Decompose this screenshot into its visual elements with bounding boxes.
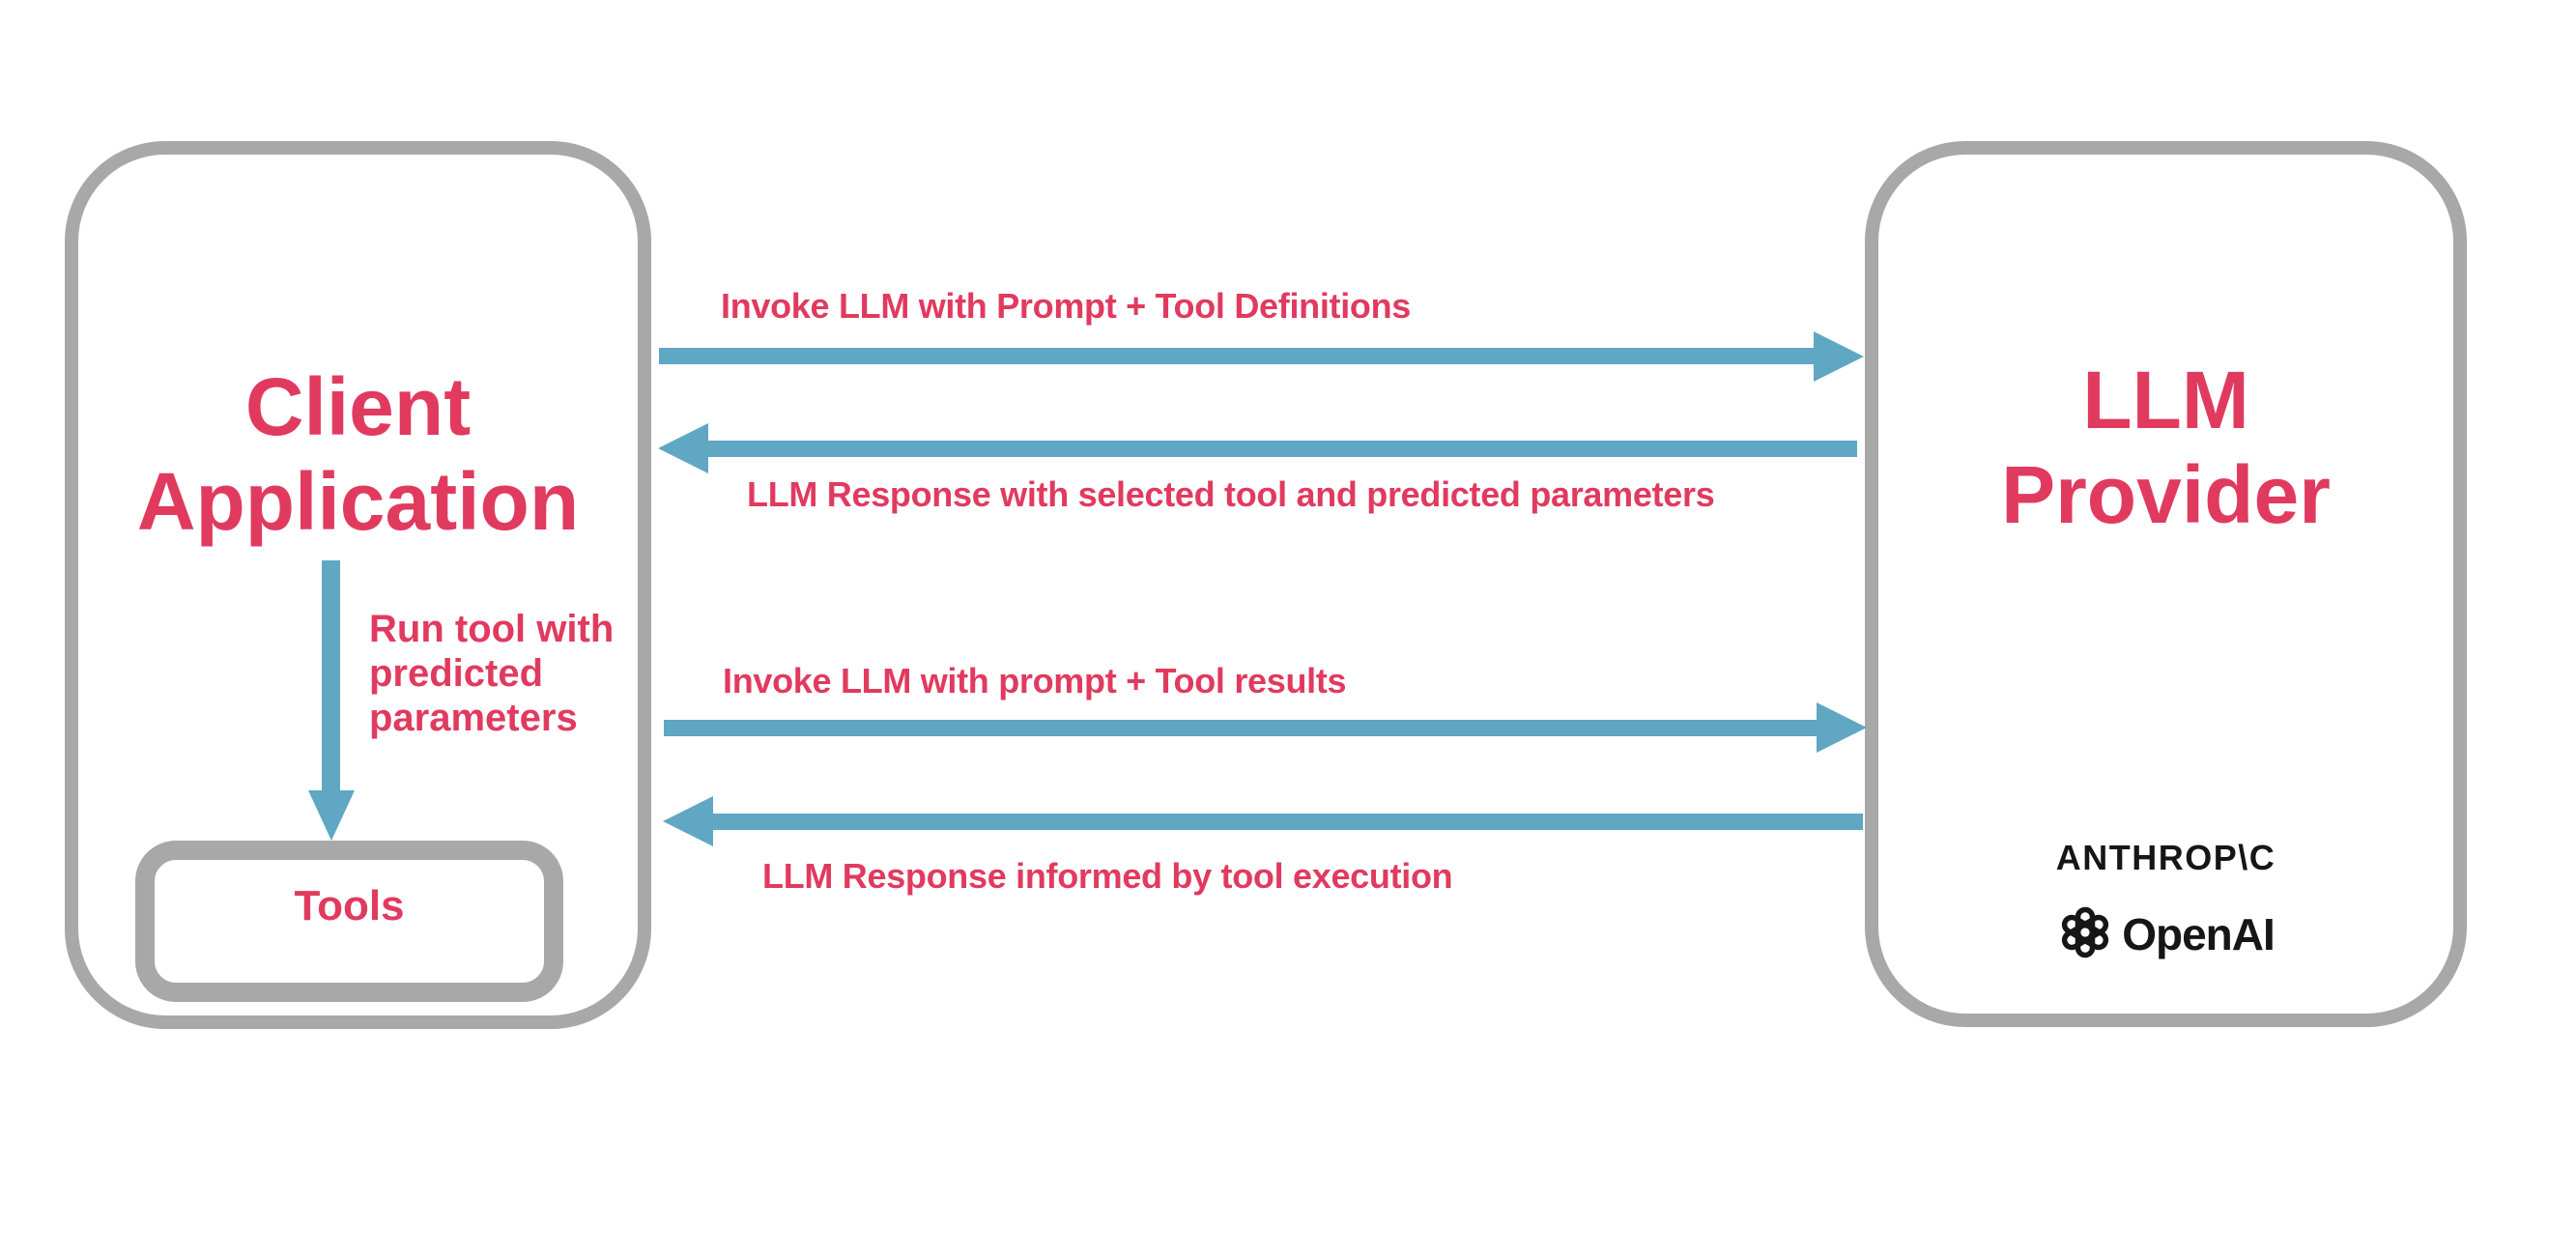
run-tool-label-line-2: predicted	[369, 652, 544, 695]
run-tool-label-line-3: parameters	[369, 697, 578, 739]
run-tool-label-line-1: Run tool with	[369, 608, 615, 650]
openai-wordmark: OpenAI	[2122, 909, 2275, 959]
anthropic-wordmark: ANTHROP\C	[2055, 838, 2276, 877]
client-application-title: Client Application	[65, 359, 651, 549]
llm-provider-title: LLM Provider	[1865, 353, 2467, 542]
arrow-invoke-definitions-label: Invoke LLM with Prompt + Tool Definition…	[721, 286, 1412, 326]
arrow-response-informed-shaft	[712, 814, 1863, 830]
arrow-response-selected-tool-label: LLM Response with selected tool and pred…	[747, 474, 1715, 514]
client-title-line-1: Client	[244, 361, 472, 452]
arrow-invoke-definitions-head-icon	[1814, 331, 1864, 382]
client-title-line-2: Application	[136, 456, 580, 547]
arrow-invoke-results-head-icon	[1817, 702, 1867, 753]
llm-title-line-1: LLM	[2082, 355, 2249, 445]
arrow-response-informed-head-icon	[663, 796, 713, 846]
arrow-response-selected-tool-shaft	[707, 441, 1857, 457]
arrow-invoke-definitions-shaft	[659, 348, 1815, 364]
tools-box	[135, 841, 563, 1002]
llm-provider-box	[1865, 141, 2467, 1027]
arrow-run-tool-shaft	[322, 560, 340, 792]
openai-logo: OpenAI	[1865, 904, 2467, 964]
arrow-response-informed-label: LLM Response informed by tool execution	[762, 856, 1453, 896]
arrow-invoke-results-label: Invoke LLM with prompt + Tool results	[723, 661, 1347, 700]
arrow-invoke-results-shaft	[664, 720, 1821, 736]
tools-box-label: Tools	[294, 882, 405, 929]
arrow-response-selected-tool-head-icon	[658, 423, 708, 473]
openai-icon	[2057, 904, 2113, 965]
arrow-run-tool-label: Run tool with predicted parameters	[369, 607, 614, 740]
arrow-run-tool-head-icon	[308, 790, 355, 841]
llm-title-line-2: Provider	[2001, 449, 2331, 540]
